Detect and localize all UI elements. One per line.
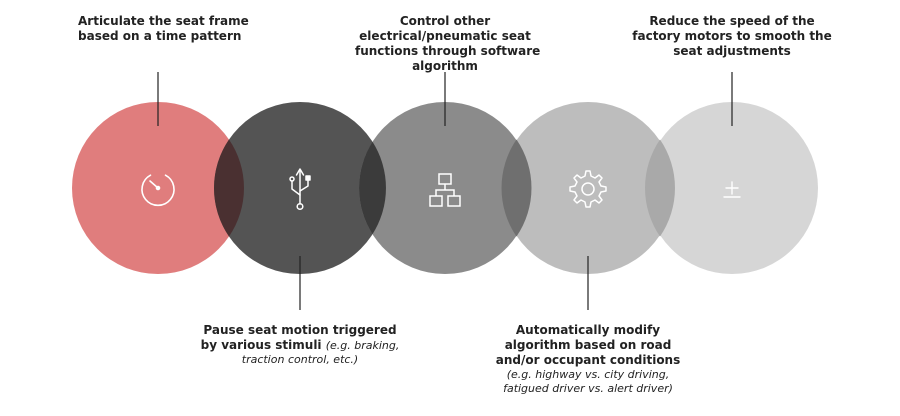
caption-line: and/or occupant conditions	[495, 353, 681, 367]
caption-line: seat adjustments	[673, 44, 791, 58]
caption-gear: Automatically modify algorithm based on …	[488, 323, 688, 396]
caption-line: electrical/pneumatic seat	[359, 29, 531, 43]
overlap-3	[501, 139, 532, 237]
caption-hierarchy: Control other electrical/pneumatic seat …	[355, 14, 541, 74]
caption-line: factory motors to smooth the	[632, 29, 832, 43]
caption-italic: traction control, etc.)	[241, 353, 359, 366]
plus-minus-icon	[723, 181, 741, 198]
gear-icon	[569, 170, 607, 208]
overlap-1	[214, 139, 244, 237]
caption-line: Reduce the speed of the	[649, 14, 815, 28]
overlap-4	[645, 139, 675, 237]
caption-line: by various stimuli	[200, 338, 326, 352]
circle-gear	[502, 102, 674, 274]
timer-icon	[141, 174, 175, 207]
caption-line: functions through software	[355, 44, 541, 58]
caption-line: algorithm based on road	[504, 338, 672, 352]
hierarchy-icon	[429, 173, 461, 207]
caption-line: Articulate the seat frame	[78, 14, 249, 28]
caption-usb: Pause seat motion triggered by various s…	[200, 323, 400, 367]
caption-mixed-line: by various stimuli (e.g. braking,	[200, 338, 400, 353]
caption-line: based on a time pattern	[78, 29, 242, 43]
caption-italic: (e.g. highway vs. city driving,	[506, 368, 670, 381]
caption-italic: fatigued driver vs. alert driver)	[503, 382, 673, 395]
usb-icon	[289, 168, 311, 211]
caption-line: Pause seat motion triggered	[203, 323, 397, 337]
caption-plus-minus: Reduce the speed of the factory motors t…	[632, 14, 832, 59]
overlap-2	[359, 141, 386, 235]
caption-line: Automatically modify	[515, 323, 661, 337]
caption-timer: Articulate the seat frame based on a tim…	[78, 14, 249, 44]
caption-italic: (e.g. braking,	[325, 339, 400, 352]
caption-line: Control other	[399, 14, 491, 28]
caption-line: algorithm	[412, 59, 478, 73]
